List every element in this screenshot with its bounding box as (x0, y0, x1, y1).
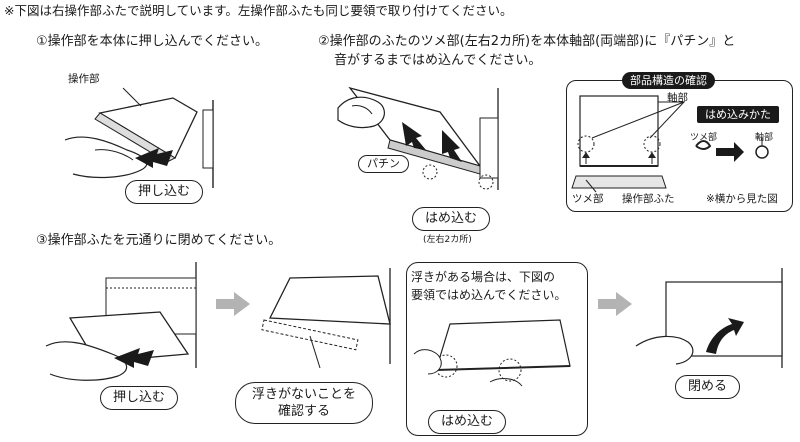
next-arrow-2 (598, 292, 632, 316)
callout-illustration (413, 319, 571, 387)
header-note: ※下図は右操作部ふたで説明しています。左操作部ふたも同じ要領で取り付けてください… (4, 3, 513, 18)
step3-illustration-push (45, 262, 197, 381)
check-line1: 浮きがないことを (252, 387, 357, 402)
step1-title: ①操作部を本体に押し込んでください。 (36, 34, 269, 49)
step1-push-label: 押し込む (125, 180, 204, 204)
structure-diagram (571, 95, 769, 193)
howto-axis-label: 軸部 (755, 133, 774, 143)
step2-fit-label: はめ込む (412, 207, 491, 231)
next-arrow-1 (216, 292, 250, 316)
step3-push-label: 押し込む (100, 386, 179, 410)
step2-pachin-label: パチン (358, 155, 409, 173)
callout-line1: 浮きがある場合は、下図の (411, 270, 556, 284)
structure-side-view-note: ※横から見た図 (706, 193, 778, 205)
howto-badge: はめ込みかた (697, 106, 779, 123)
check-no-gap-label: 浮きがないことを 確認する (235, 382, 374, 424)
howto-claw-label: ツメ部 (690, 133, 718, 143)
callout-line2: 要領ではめ込んでください。 (411, 288, 567, 302)
step2-title-line2: 音がするまではめ込んでください。 (334, 53, 542, 68)
check-line2: 確認する (278, 404, 331, 419)
structure-claw-label: ツメ部 (572, 193, 604, 205)
step3-illustration-check (261, 268, 391, 369)
step2-illustration (337, 86, 499, 190)
step3-close-label: 閉める (675, 375, 741, 399)
callout-fit-label: はめ込む (428, 410, 507, 434)
step1-label-operation-unit: 操作部 (68, 73, 100, 85)
step1-illustration (64, 87, 214, 188)
step2-two-places: (左右2カ所) (423, 235, 472, 245)
step2-title-line1: ②操作部のふたのツメ部(左右2カ所)を本体軸部(両端部)に『パチン』と (318, 34, 736, 49)
structure-lid-label: 操作部ふた (622, 193, 675, 205)
step3-illustration-close (635, 268, 783, 368)
step3-title: ③操作部ふたを元通りに閉めてください。 (36, 233, 282, 248)
structure-axis-label: 軸部 (667, 92, 688, 104)
structure-title-badge: 部品構造の確認 (622, 72, 715, 89)
